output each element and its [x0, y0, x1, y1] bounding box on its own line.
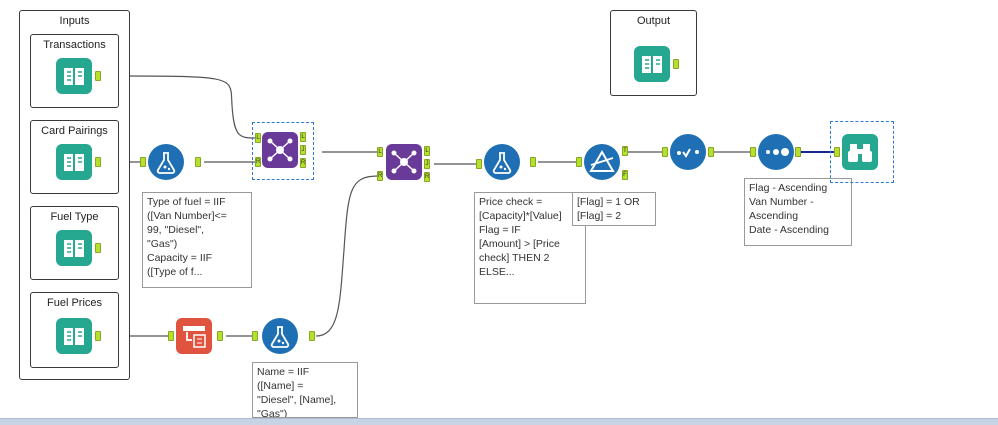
formula-tool-2[interactable]	[262, 318, 298, 354]
join-tool-2[interactable]	[386, 144, 422, 180]
filter-icon	[589, 150, 615, 172]
connection-transactions-to-join1	[103, 75, 257, 139]
book-icon	[64, 328, 84, 345]
join1-left-output-anchor[interactable]: L	[300, 132, 306, 142]
inputs-container-title: Inputs	[59, 15, 90, 27]
input-anchor-sort[interactable]	[750, 147, 756, 157]
output-anchor-select[interactable]	[708, 147, 714, 157]
text-to-columns-tool[interactable]	[176, 318, 212, 354]
filter-true-output-anchor[interactable]: T	[622, 146, 628, 156]
sort-annotation: Flag - Ascending Van Number - Ascending …	[744, 178, 852, 246]
join-icon	[267, 138, 293, 162]
book-icon	[64, 68, 84, 85]
output-container-title: Output	[636, 15, 671, 27]
card-pairings-container-title: Card Pairings	[41, 125, 108, 137]
book-icon	[64, 154, 84, 171]
output-anchor-sort[interactable]	[795, 147, 801, 157]
formula-tool-1[interactable]	[148, 144, 184, 180]
join2-join-output-anchor[interactable]: J	[424, 159, 430, 169]
input-anchor-formula3[interactable]	[476, 159, 482, 169]
sort-tool[interactable]	[758, 134, 794, 170]
join2-left-output-anchor[interactable]: L	[424, 146, 430, 156]
output-anchor-formula3[interactable]	[530, 157, 536, 167]
fuel-prices-container-title: Fuel Prices	[46, 297, 103, 309]
output-anchor-formula2[interactable]	[309, 331, 315, 341]
input-anchor-filter[interactable]	[576, 157, 582, 167]
output-anchor-card-pairings[interactable]	[95, 157, 101, 167]
select-icon	[677, 148, 699, 158]
binoculars-icon	[848, 144, 872, 162]
input-anchor-formula2[interactable]	[252, 331, 258, 341]
filter-false-output-anchor[interactable]: F	[622, 170, 628, 180]
output-anchor-output[interactable]	[673, 59, 679, 69]
select-tool[interactable]	[670, 134, 706, 170]
transactions-container-title: Transactions	[43, 39, 106, 51]
fuel-type-container-title: Fuel Type	[50, 211, 99, 223]
input-anchor-browse[interactable]	[834, 147, 840, 157]
input-anchor-formula1[interactable]	[140, 157, 146, 167]
output-anchor-fuel-prices[interactable]	[95, 331, 101, 341]
join-icon	[391, 150, 417, 174]
input-tool-fuel-prices[interactable]	[56, 318, 92, 354]
book-icon	[642, 56, 662, 73]
join2-left-input-anchor[interactable]: L	[377, 147, 383, 157]
join1-right-output-anchor[interactable]: R	[300, 158, 306, 168]
join1-join-output-anchor[interactable]: J	[300, 145, 306, 155]
join2-right-output-anchor[interactable]: R	[424, 172, 430, 182]
join-tool-1[interactable]	[262, 132, 298, 168]
browse-tool-selection	[830, 121, 894, 183]
join2-right-input-anchor[interactable]: R	[377, 171, 383, 181]
formula3-annotation: Price check = [Capacity]*[Value] Flag = …	[474, 192, 586, 304]
book-icon	[64, 240, 84, 257]
browse-tool[interactable]	[842, 134, 878, 170]
formula1-annotation: Type of fuel = IIF ([Van Number]<= 99, "…	[142, 192, 252, 288]
sort-icon	[766, 148, 789, 156]
input-tool-output[interactable]	[634, 46, 670, 82]
filter-tool[interactable]	[584, 144, 620, 180]
formula2-annotation: Name = IIF ([Name] = "Diesel", [Name], "…	[252, 362, 358, 418]
filter-annotation: [Flag] = 1 OR [Flag] = 2	[572, 192, 656, 226]
input-anchor-select[interactable]	[662, 147, 668, 157]
output-anchor-transactions[interactable]	[95, 71, 101, 81]
connection-formula2-to-join2	[315, 175, 379, 337]
join-tool-1-selection	[252, 122, 314, 180]
flask-icon	[156, 152, 176, 174]
flask-icon	[492, 152, 512, 174]
input-tool-fuel-type[interactable]	[56, 230, 92, 266]
output-anchor-text-to-columns[interactable]	[217, 331, 223, 341]
output-anchor-fuel-type[interactable]	[95, 243, 101, 253]
canvas-bottom-scroll-bar[interactable]	[0, 418, 998, 425]
text-to-columns-icon	[183, 326, 206, 348]
join1-right-input-anchor[interactable]: R	[255, 157, 261, 167]
input-tool-card-pairings[interactable]	[56, 144, 92, 180]
formula-tool-3[interactable]	[484, 144, 520, 180]
join1-left-input-anchor[interactable]: L	[255, 133, 261, 143]
input-anchor-text-to-columns[interactable]	[168, 331, 174, 341]
flask-icon	[270, 326, 290, 348]
output-anchor-formula1[interactable]	[195, 157, 201, 167]
input-tool-transactions[interactable]	[56, 58, 92, 94]
